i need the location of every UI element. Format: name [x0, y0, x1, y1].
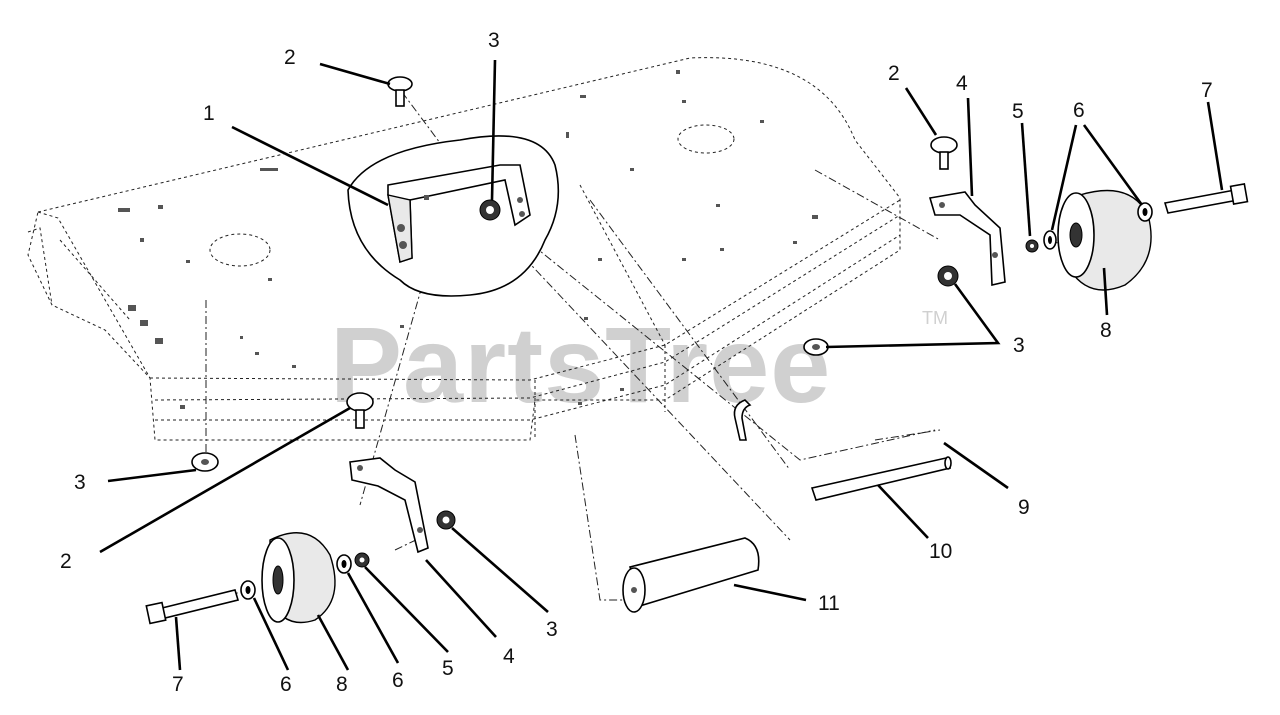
- callout-6-bottom-b: 6: [280, 673, 292, 696]
- part-5-spacer-right: [1025, 239, 1039, 253]
- watermark-trademark: TM: [922, 308, 948, 328]
- callout-5-bottom: 5: [442, 657, 454, 680]
- callout-6-bottom-a: 6: [392, 669, 404, 692]
- callout-numbers: 1 2 3 2 4 5 6 7 8 3 9 10 11 3 2 3 4 5 6 …: [60, 29, 1213, 696]
- callout-11: 11: [818, 592, 840, 615]
- callout-7-right: 7: [1201, 79, 1213, 102]
- part-8-wheel-left: [261, 532, 336, 624]
- callout-3-right: 3: [1013, 334, 1025, 357]
- callout-8-right: 8: [1100, 319, 1112, 342]
- callout-5-right: 5: [1012, 100, 1024, 123]
- part-4-wheel-bracket-left: [349, 457, 429, 554]
- flange-nut-right: [937, 265, 959, 287]
- part-8-wheel-right: [1057, 189, 1152, 291]
- part-6-washer-right-a: [1043, 230, 1057, 250]
- callout-3-left: 3: [74, 471, 86, 494]
- part-6-washer-left-b: [240, 580, 256, 600]
- callout-4-bottom: 4: [503, 645, 515, 668]
- part-6-washer-left-a: [336, 554, 352, 574]
- part-5-spacer-left: [354, 552, 370, 568]
- part-7-bolt-left: [145, 589, 240, 625]
- carriage-bolt-left: [346, 392, 374, 429]
- flange-nut-bottom: [436, 510, 456, 530]
- callout-3-top: 3: [488, 29, 500, 52]
- callout-7-bottom: 7: [172, 673, 184, 696]
- watermark: PartsTree TM: [330, 304, 948, 425]
- part-6-washer-right-b: [1137, 202, 1153, 222]
- callout-6-right: 6: [1073, 99, 1085, 122]
- callout-3-bottom: 3: [546, 618, 558, 641]
- part-4-wheel-bracket-right: [928, 191, 1006, 286]
- deck-holes: [118, 70, 818, 409]
- part-11-roller: [622, 537, 760, 613]
- callout-2-left: 2: [60, 550, 72, 573]
- flange-nut-top: [479, 199, 501, 221]
- flange-nut-left: [191, 452, 219, 472]
- callout-9: 9: [1018, 496, 1030, 519]
- callout-1: 1: [203, 102, 215, 125]
- leader-lines: [99, 59, 1224, 671]
- part-10-rod: [810, 456, 952, 501]
- part-1-front-bracket: [347, 135, 560, 297]
- flange-nut-deck: [803, 338, 829, 356]
- callout-8-bottom: 8: [336, 673, 348, 696]
- carriage-bolt-right: [930, 136, 958, 170]
- carriage-bolt-top: [387, 76, 413, 107]
- callout-2-top: 2: [284, 46, 296, 69]
- mower-deck: [27, 57, 901, 441]
- callout-10: 10: [929, 540, 952, 563]
- callout-4-right: 4: [956, 72, 968, 95]
- callout-2-right: 2: [888, 62, 900, 85]
- part-9-hairpin-clip: [733, 399, 752, 441]
- part-7-bolt-right: [1163, 182, 1249, 214]
